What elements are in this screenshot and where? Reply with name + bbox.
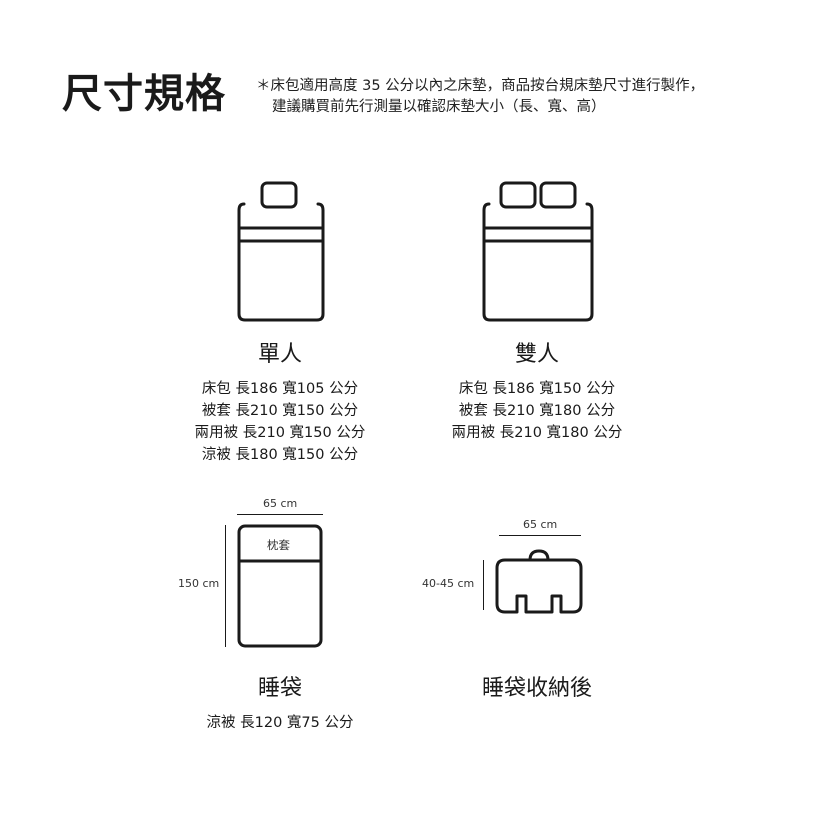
single-specs: 床包 長186 寬105 公分 被套 長210 寬150 公分 兩用被 長210… (160, 378, 400, 466)
packed-bag-width-line (499, 535, 581, 536)
single-bed-icon (237, 181, 325, 322)
spec-line: 兩用被 長210 寬180 公分 (451, 425, 623, 441)
sleeping-bag-icon (237, 524, 323, 648)
double-specs: 床包 長186 寬150 公分 被套 長210 寬180 公分 兩用被 長210… (417, 378, 657, 444)
sleeping-bag-specs: 涼被 長120 寬75 公分 (160, 712, 400, 734)
size-note-line-2: 建議購買前先行測量以確認床墊大小（長、寬、高） (272, 99, 606, 115)
spec-line: 床包 長186 寬105 公分 (201, 381, 359, 397)
packed-bag-icon (495, 549, 583, 614)
spec-line: 涼被 長180 寬150 公分 (201, 447, 359, 463)
packed-bag-height-dim: 40-45 cm (422, 577, 475, 590)
single-label: 單人 (257, 342, 302, 367)
packed-bag-label: 睡袋收納後 (481, 676, 592, 701)
pillow-label: 枕套 (267, 538, 290, 552)
spec-line: 涼被 長120 寬75 公分 (206, 715, 354, 731)
spec-line: 兩用被 長210 寬150 公分 (194, 425, 366, 441)
spec-line: 被套 長210 寬150 公分 (201, 403, 359, 419)
packed-bag-width-dim: 65 cm (523, 518, 558, 531)
packed-bag-height-line (483, 560, 484, 610)
double-label: 雙人 (514, 342, 559, 367)
sleeping-bag-label: 睡袋 (257, 676, 302, 701)
size-note-line-1: ＊床包適用高度 35 公分以內之床墊，商品按台規床墊尺寸進行製作， (256, 78, 705, 94)
spec-line: 被套 長210 寬180 公分 (458, 403, 616, 419)
spec-line: 床包 長186 寬150 公分 (458, 381, 616, 397)
page-title: 尺寸規格 (62, 71, 226, 117)
sleeping-bag-height-dim: 150 cm (178, 577, 220, 590)
sleeping-bag-height-line (225, 525, 226, 647)
sleeping-bag-width-dim: 65 cm (263, 497, 298, 510)
double-bed-icon (482, 181, 594, 322)
sleeping-bag-width-line (237, 514, 323, 515)
size-note: ＊床包適用高度 35 公分以內之床墊，商品按台規床墊尺寸進行製作， 建議購買前先… (256, 76, 704, 118)
